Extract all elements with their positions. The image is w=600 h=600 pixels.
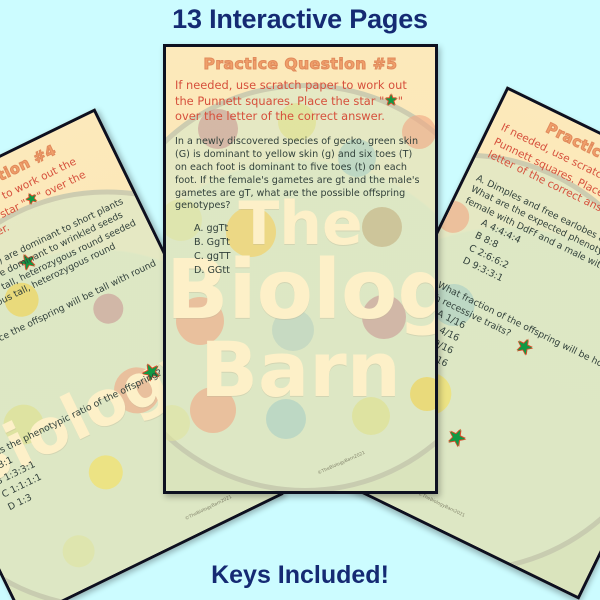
- page-title: 13 Interactive Pages: [172, 4, 428, 34]
- star-icon: ★: [384, 91, 398, 110]
- option-2-center[interactable]: B. GgTt: [194, 237, 230, 249]
- practice-question-card-center[interactable]: The Biology Barn Practice Question #5 If…: [163, 44, 438, 494]
- instructions-part-a-center: If needed, use scratch paper to work out…: [175, 78, 407, 109]
- footer-note: Keys Included!: [211, 561, 389, 589]
- card-title-center: Practice Question #5: [203, 55, 398, 74]
- option-4-center[interactable]: D. GGtt: [194, 264, 230, 276]
- instructions-part-b-center: " over the letter of the correct answer.: [175, 94, 404, 124]
- card-scenario-center: In a newly discovered species of gecko, …: [175, 136, 420, 212]
- option-1-center[interactable]: A. ggTt: [194, 223, 229, 235]
- card-instructions-center: If needed, use scratch paper to work out…: [175, 78, 426, 124]
- option-3-center[interactable]: C. ggTT: [194, 251, 231, 263]
